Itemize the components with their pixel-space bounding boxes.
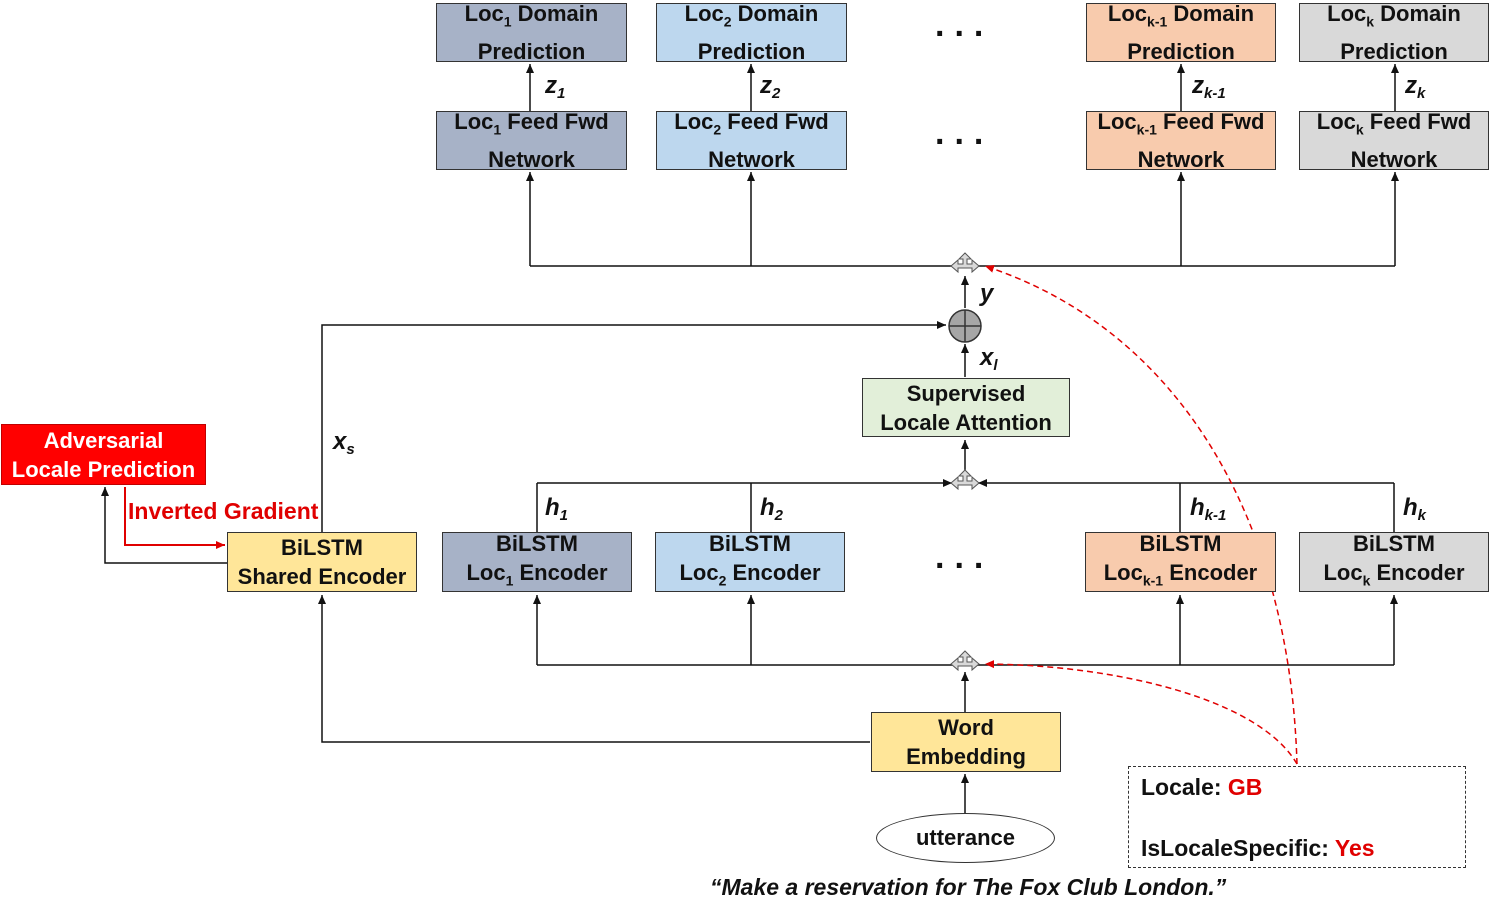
ellipsis-top: ... [935,6,994,44]
dashed-curve-to-top-switch [984,265,1298,765]
arrow-embedding-to-shared [318,595,870,743]
inverted-gradient-label: Inverted Gradient [128,498,319,524]
utterance-oval: utterance [876,813,1055,863]
four-way-arrow-switch-icon [950,650,980,672]
locale-value: GB [1227,774,1263,800]
zk1-label: zk-1 [1192,72,1226,102]
arrow-inverted-gradient [124,487,225,549]
locale-info-box: Locale: GB IsLocaleSpecific: Yes [1128,766,1466,868]
ellipsis-middle: ... [935,114,994,152]
four-way-arrow-switch-icon [950,252,980,274]
dashed-curve-to-lower-switch [984,660,1298,765]
h2-label: h2 [760,494,784,524]
xs-label: xs [333,428,355,458]
is-locale-specific-value: Yes [1334,835,1375,861]
locale-row: Locale: GB [1141,774,1263,800]
four-way-arrow-switch-icon [950,469,980,491]
z1-label: z1 [545,72,566,102]
zk-label: zk [1405,72,1426,102]
arrow-shared-to-adversarial [101,487,227,564]
is-locale-specific-row: IsLocaleSpecific: Yes [1141,835,1375,861]
arrow-shared-to-sum [321,321,946,532]
y-label: y [980,280,994,307]
h1-label: h1 [545,494,569,524]
xl-label: xl [980,344,998,374]
z2-label: z2 [760,72,781,102]
ellipsis-encoders: ... [935,538,994,576]
sum-circle-icon [948,309,982,343]
hk1-label: hk-1 [1190,494,1227,524]
example-utterance-caption: “Make a reservation for The Fox Club Lon… [710,874,1227,900]
hk-label: hk [1403,494,1427,524]
